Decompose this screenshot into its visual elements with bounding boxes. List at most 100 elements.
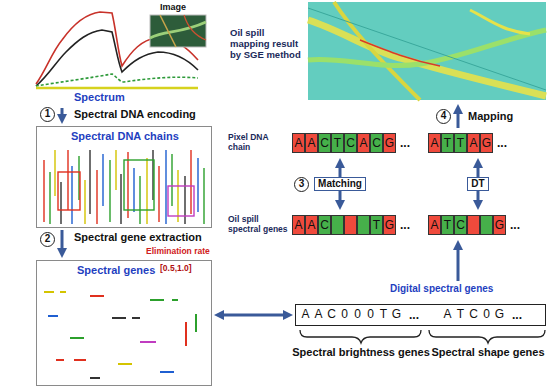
image-stroke <box>308 8 546 90</box>
gene-cell: 0 <box>338 305 351 325</box>
gene-cell: A <box>467 133 480 153</box>
ellipsis: ... <box>400 136 410 150</box>
gene-letters: ATC <box>428 215 467 235</box>
gene-cell: A <box>428 133 441 153</box>
gene-segment <box>112 317 140 319</box>
edge-label: Matching <box>314 177 366 191</box>
image-ground <box>150 15 206 47</box>
gene-segment <box>90 377 100 379</box>
oil-spill-gene-chain: Oil spill spectral genesAACTG...ATCG... <box>228 212 546 238</box>
step-number: 1 <box>40 107 55 122</box>
image-stroke <box>334 2 420 100</box>
gene-cell: A <box>305 215 318 235</box>
chain-frame: AAC000TG...ATC0G... <box>295 304 546 326</box>
dna-bar <box>72 150 198 224</box>
image-stroke <box>308 30 546 66</box>
chain-row: ATTAG... <box>428 133 507 153</box>
spectrum-curve <box>36 74 198 86</box>
inset-image <box>150 15 206 47</box>
gene-segment <box>185 322 187 346</box>
blank-gene-cells <box>331 215 370 235</box>
edge-label: Mapping <box>468 110 513 123</box>
gene-cell: A <box>428 215 441 235</box>
gene-cell: A <box>312 305 325 325</box>
gene-cell: A <box>441 305 454 325</box>
ellipsis: ... <box>497 136 507 150</box>
flow-arrow <box>61 230 64 248</box>
image-stroke <box>160 15 176 47</box>
digital-gene-chain: Digital spectral genesAAC000TG...ATC0G..… <box>295 283 548 328</box>
gene-cell: C <box>370 133 383 153</box>
gene-letters: TG <box>370 215 396 235</box>
gene-cell: T <box>454 133 467 153</box>
blank-gene-cells <box>467 215 493 235</box>
gene-cell: A <box>299 305 312 325</box>
parameter-value: [0.5,1.0] <box>160 263 192 273</box>
ellipsis: ... <box>409 308 419 322</box>
gene-cell: A <box>292 215 305 235</box>
gene-segment <box>160 371 174 373</box>
pixel-dna-chain: Pixel DNA chainAACTCACG...ATTAG... <box>228 130 546 156</box>
dna-bar <box>55 150 178 224</box>
gene-cell: G <box>493 305 506 325</box>
gene-letters: AACTCACG <box>292 133 396 153</box>
gene-segment <box>90 295 104 297</box>
gene-cell: C <box>454 215 467 235</box>
gene-cell: C <box>318 215 331 235</box>
chain-row: AACTCACG... <box>292 133 410 153</box>
edge-label: Spectral DNA encoding <box>74 108 196 121</box>
dna-bar <box>50 154 204 224</box>
chain-title: Oil spill spectral genes <box>228 215 290 235</box>
gene-segment <box>150 299 178 301</box>
ellipsis: ... <box>512 308 522 322</box>
gene-segment <box>70 337 84 339</box>
mapping-result-panel: Oil spill mapping result by SGE method <box>228 2 546 102</box>
chain-title: Pixel DNA chain <box>228 133 290 153</box>
dna-bar <box>44 150 191 224</box>
gene-cell: C <box>325 305 338 325</box>
gene-cell <box>467 215 480 235</box>
braces <box>300 330 545 343</box>
gene-cell: C <box>467 305 480 325</box>
flow-arrow <box>457 114 460 128</box>
gene-segments <box>44 292 196 378</box>
step-number: 4 <box>436 109 451 124</box>
gene-cell: G <box>390 305 403 325</box>
chain-row: ATCG... <box>428 215 520 235</box>
gene-cell: A <box>305 133 318 153</box>
image-stroke <box>360 40 440 66</box>
gene-cell <box>357 215 370 235</box>
ellipsis: ... <box>510 218 520 232</box>
gene-cell <box>331 215 344 235</box>
image-stroke <box>308 20 546 96</box>
image-ground <box>308 2 546 100</box>
dna-frame <box>124 160 154 210</box>
edge-label: Spectral gene extraction <box>74 231 202 244</box>
brace <box>429 330 545 343</box>
gene-segment <box>118 363 132 365</box>
gene-cell: 0 <box>351 305 364 325</box>
panel-caption: Spectrum <box>74 91 125 104</box>
gene-segment <box>140 341 156 343</box>
gene-cell: 0 <box>480 305 493 325</box>
gene-cell: 0 <box>364 305 377 325</box>
gene-cell: C <box>344 133 357 153</box>
image-stroke <box>470 10 530 34</box>
gene-cell: G <box>480 133 493 153</box>
gene-cell: C <box>318 133 331 153</box>
gene-cell: T <box>370 215 383 235</box>
gene-cell: A <box>292 133 305 153</box>
flow-arrow <box>457 250 460 281</box>
ellipsis: ... <box>400 218 410 232</box>
gene-cell: T <box>441 215 454 235</box>
spectrum-panel: ImageSpectrum <box>28 0 212 106</box>
gene-segment <box>44 291 66 293</box>
brace-label: Spectral shape genes <box>428 346 548 359</box>
edge-label: DT <box>467 177 488 191</box>
gene-cell <box>480 215 493 235</box>
panel-title: Spectral DNA chains <box>71 130 179 143</box>
gene-cell <box>344 215 357 235</box>
chain-title: Digital spectral genes <box>390 283 493 295</box>
dna-frame <box>168 186 194 216</box>
gene-segment <box>48 315 58 317</box>
